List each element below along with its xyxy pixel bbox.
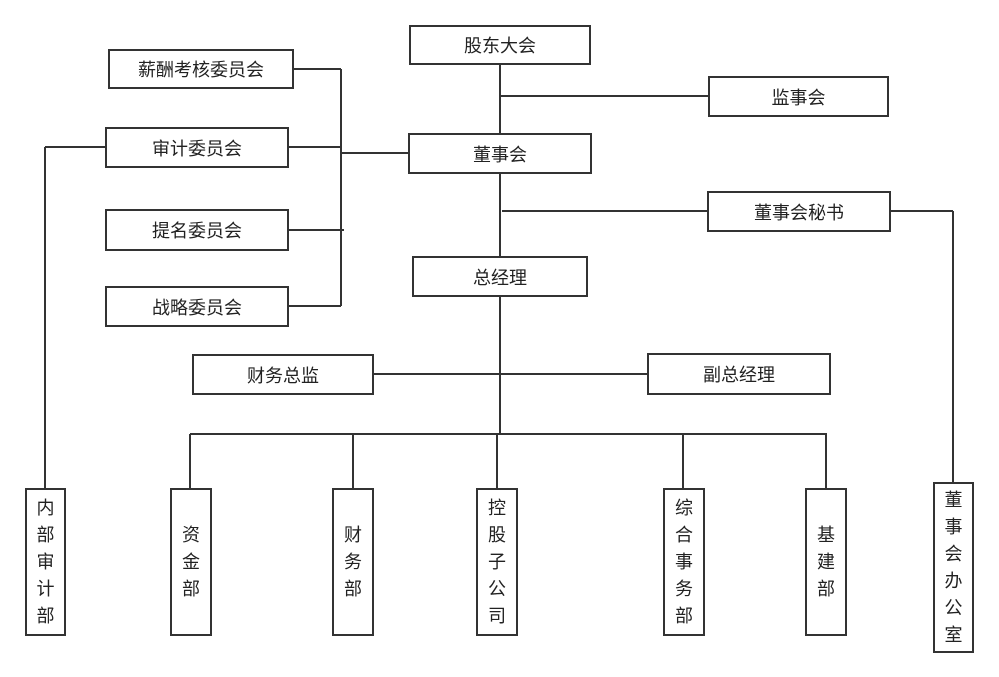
node-internal-audit-dept: 内部审计部 <box>25 488 66 636</box>
node-general-manager: 总经理 <box>412 256 588 297</box>
node-capital-dept: 资金部 <box>170 488 212 636</box>
node-general-affairs-dept: 综合事务部 <box>663 488 705 636</box>
node-supervisory-board: 监事会 <box>708 76 889 117</box>
node-label: 财务部 <box>344 524 362 600</box>
node-strategy-committee: 战略委员会 <box>105 286 289 327</box>
node-remuneration-committee: 薪酬考核委员会 <box>108 49 294 89</box>
node-finance-dept: 财务部 <box>332 488 374 636</box>
node-infrastructure-dept: 基建部 <box>805 488 847 636</box>
node-board-office: 董事会办公室 <box>933 482 974 653</box>
node-board: 董事会 <box>408 133 592 174</box>
node-label: 控股子公司 <box>488 497 506 627</box>
node-label: 综合事务部 <box>675 497 693 627</box>
node-label: 资金部 <box>182 524 200 600</box>
node-deputy-gm: 副总经理 <box>647 353 831 395</box>
node-audit-committee: 审计委员会 <box>105 127 289 168</box>
node-label: 基建部 <box>817 524 835 600</box>
node-shareholders-meeting: 股东大会 <box>409 25 591 65</box>
node-cfo: 财务总监 <box>192 354 374 395</box>
node-board-secretary: 董事会秘书 <box>707 191 891 232</box>
node-label: 内部审计部 <box>36 497 55 627</box>
node-label: 董事会办公室 <box>944 489 963 646</box>
node-holding-subsidiaries: 控股子公司 <box>476 488 518 636</box>
node-nomination-committee: 提名委员会 <box>105 209 289 251</box>
